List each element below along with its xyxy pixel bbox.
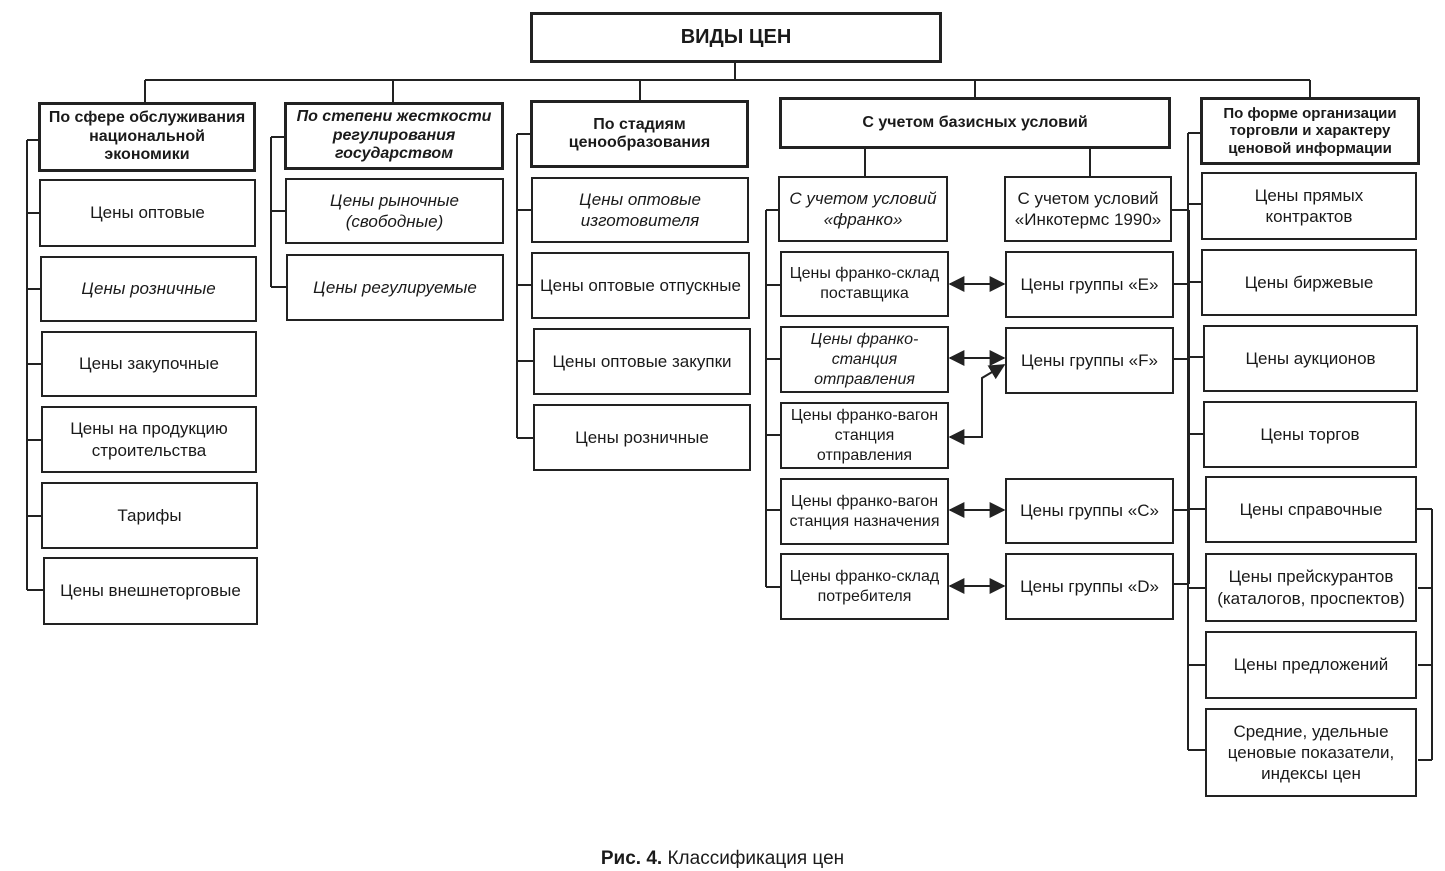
sphere-item: Цены на продукцию строительства: [41, 406, 257, 473]
franco-head: С учетом условий «франко»: [778, 176, 948, 242]
sphere-item: Тарифы: [41, 482, 258, 549]
stages-item: Цены оптовые изготовителя: [531, 177, 749, 243]
figure-caption: Рис. 4. Классификация цен: [0, 848, 1445, 870]
link-arrow-wagon: [948, 364, 1006, 445]
franco-item: Цены франко-склад потребителя: [780, 553, 949, 620]
sphere-item: Цены оптовые: [39, 179, 256, 247]
franco-item: Цены франко-вагон станция отправления: [780, 402, 949, 469]
trade-form-item: Цены аукционов: [1203, 325, 1418, 392]
regulation-item: Цены регулируемые: [286, 254, 504, 321]
sphere-item: Цены закупочные: [41, 331, 257, 397]
franco-item: Цены франко-вагон станция назначения: [780, 478, 949, 545]
sphere-item: Цены розничные: [40, 256, 257, 322]
trade-form-item: Средние, удельные ценовые показатели, ин…: [1205, 708, 1417, 797]
regulation-item: Цены рыночные (свободные): [285, 178, 504, 244]
sphere-item: Цены внешнеторговые: [43, 557, 258, 625]
incoterms-head: С учетом условий «Инкотермс 1990»: [1004, 176, 1172, 242]
trade-form-item: Цены предложений: [1205, 631, 1417, 699]
incoterms-item: Цены группы «C»: [1005, 478, 1174, 544]
incoterms-item: Цены группы «D»: [1005, 553, 1174, 620]
column-head-stages: По стадиям ценообразования: [530, 100, 749, 168]
trade-form-item: Цены прейскурантов (каталогов, проспекто…: [1205, 553, 1417, 622]
trade-form-item: Цены торгов: [1203, 401, 1417, 468]
trade-form-item: Цены биржевые: [1201, 249, 1417, 316]
column-head-regulation: По степени жесткости регулирования госуд…: [284, 102, 504, 170]
franco-item: Цены франко-станция отправления: [780, 326, 949, 393]
root-box: ВИДЫ ЦЕН: [530, 12, 942, 63]
column-head-sphere: По сфере обслуживания национальной эконо…: [38, 102, 256, 172]
column-head-trade-form: По форме организации торговли и характер…: [1200, 97, 1420, 165]
figure-caption-label: Рис. 4.: [600, 848, 663, 869]
incoterms-item: Цены группы «E»: [1005, 251, 1174, 318]
figure-caption-text: Классификация цен: [667, 848, 845, 869]
franco-item: Цены франко-склад поставщика: [780, 251, 949, 317]
trade-form-item: Цены прямых контрактов: [1201, 172, 1417, 240]
stages-item: Цены оптовые отпускные: [531, 252, 750, 319]
stages-item: Цены розничные: [533, 404, 751, 471]
column-head-basis: С учетом базисных условий: [779, 97, 1171, 149]
stages-item: Цены оптовые закупки: [533, 328, 751, 395]
trade-form-item: Цены справочные: [1205, 476, 1417, 543]
incoterms-item: Цены группы «F»: [1005, 327, 1174, 394]
